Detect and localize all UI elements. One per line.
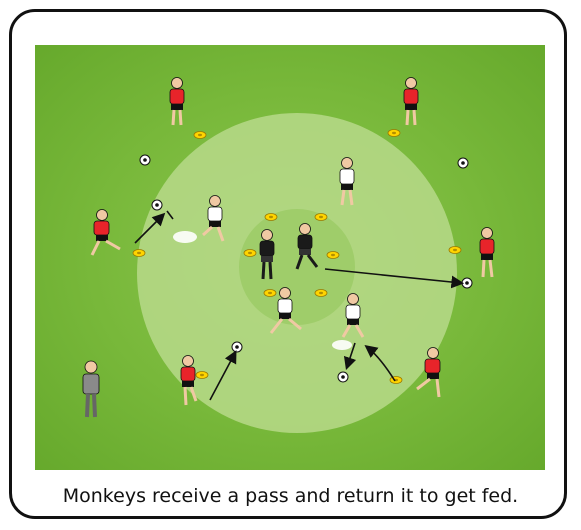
field-drawing [82,77,495,433]
coach-icon [82,360,100,418]
pass-arrow-icon [134,210,465,401]
practice-field [35,45,545,470]
kick-splash [173,231,197,243]
kick-splash [332,340,352,350]
diagram-caption: Monkeys receive a pass and return it to … [62,485,519,507]
player-icon [90,77,495,406]
